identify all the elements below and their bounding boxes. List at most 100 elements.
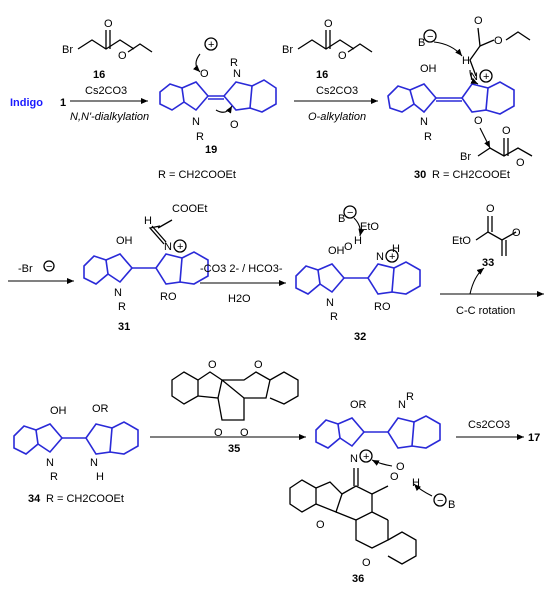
svg-text:H: H [354, 235, 362, 247]
svg-text:O: O [118, 50, 127, 62]
svg-text:R: R [330, 311, 338, 323]
arrow-release-33 [469, 267, 485, 295]
svg-text:B: B [338, 213, 345, 225]
svg-text:O: O [254, 359, 263, 371]
svg-text:R: R [406, 391, 414, 403]
svg-text:OH: OH [328, 245, 345, 257]
svg-text:−: − [427, 31, 433, 43]
compound-31-structure: OH N R N + H COOEt RO [83, 203, 209, 313]
compound-32-label: 32 [354, 331, 366, 343]
svg-text:+: + [208, 39, 214, 51]
svg-text:O: O [486, 203, 495, 215]
svg-text:R: R [50, 471, 58, 483]
compound-34-label: 34 [28, 493, 41, 505]
svg-text:O: O [494, 35, 503, 47]
svg-text:O: O [396, 461, 405, 473]
reagent-16-label-mid: 16 [316, 69, 328, 81]
svg-text:+: + [389, 251, 395, 263]
svg-text:Br: Br [460, 151, 471, 163]
compound-30-structure: OH N R N + O O O H − B Br O O [387, 15, 533, 169]
svg-text:B: B [448, 499, 455, 511]
svg-text:O: O [474, 115, 483, 127]
svg-text:+: + [363, 451, 369, 463]
compound-33-label: 33 [482, 257, 494, 269]
svg-text:N: N [114, 287, 122, 299]
svg-text:N: N [420, 116, 428, 128]
svg-text:O: O [240, 427, 249, 439]
indigo-label: Indigo [10, 97, 43, 109]
cooet-31: COOEt [172, 203, 207, 215]
compound-32-structure: OH N R N + RO EtO O H H − B [295, 205, 421, 323]
svg-text:O: O [208, 359, 217, 371]
svg-text:O: O [512, 227, 521, 239]
step2-reagent: Cs2CO3 [316, 85, 358, 97]
step6-reagent: Cs2CO3 [468, 419, 510, 431]
svg-text:N: N [233, 68, 241, 80]
compound-35-label: 35 [228, 443, 240, 455]
svg-text:H: H [412, 477, 420, 489]
svg-text:+: + [483, 71, 489, 83]
svg-text:O: O [104, 18, 113, 30]
svg-text:O: O [390, 471, 399, 483]
svg-text:R: R [424, 131, 432, 143]
or-34: OR [92, 403, 109, 415]
step1-reagent: Cs2CO3 [85, 85, 127, 97]
svg-text:O: O [344, 241, 353, 253]
svg-text:OH: OH [50, 405, 67, 417]
svg-text:O: O [474, 15, 483, 27]
compound-30-label: 30 [414, 169, 426, 181]
svg-text:+: + [177, 241, 183, 253]
compound-19-structure: O O N R N R + [159, 37, 277, 143]
svg-text:OH: OH [420, 63, 437, 75]
step3-solvent: H2O [228, 293, 251, 305]
svg-text:N: N [350, 453, 358, 465]
svg-text:O: O [230, 119, 239, 131]
svg-text:−: − [46, 261, 52, 273]
svg-text:N: N [192, 116, 200, 128]
compound-19-label: 19 [205, 144, 217, 156]
ro-31: RO [160, 291, 177, 303]
step3-reagent: -CO3 2- / HCO3- [200, 263, 283, 275]
svg-text:O: O [338, 50, 347, 62]
svg-text:H: H [462, 55, 470, 67]
ro-32: RO [374, 301, 391, 313]
svg-text:O: O [316, 519, 325, 531]
step2-condition: O-alkylation [308, 111, 366, 123]
svg-text:−: − [437, 495, 443, 507]
svg-text:N: N [398, 399, 406, 411]
r-definition-30: R = CH2COOEt [432, 169, 510, 181]
svg-text:Br: Br [62, 44, 73, 56]
bromoacetate-reagent-mid: Br O O [282, 18, 373, 62]
svg-text:N: N [376, 251, 384, 263]
svg-text:H: H [392, 243, 400, 255]
svg-text:N: N [164, 241, 172, 253]
eto-33: EtO [452, 235, 471, 247]
svg-text:O: O [200, 68, 209, 80]
svg-text:N: N [326, 297, 334, 309]
step4-condition: C-C rotation [456, 305, 515, 317]
svg-text:O: O [502, 125, 511, 137]
svg-text:O: O [214, 427, 223, 439]
eto-32: EtO [360, 221, 379, 233]
svg-text:N: N [470, 71, 478, 83]
compound-34-structure: OH N R OR N H [13, 403, 139, 483]
svg-text:O: O [324, 18, 333, 30]
r-definition-34: R = CH2COOEt [46, 493, 124, 505]
compound-36-label: 36 [352, 573, 364, 585]
compound-36-structure: OR N R N + O H − B O O O [289, 391, 455, 569]
svg-text:OH: OH [116, 235, 133, 247]
indigo-number: 1 [60, 97, 66, 109]
svg-text:H: H [144, 215, 152, 227]
svg-text:R: R [118, 301, 126, 313]
svg-text:B: B [418, 37, 425, 49]
compound-33-structure: EtO O O [452, 203, 521, 256]
svg-text:N: N [90, 457, 98, 469]
compound-35-structure: O O O O [171, 359, 299, 439]
svg-text:R: R [230, 57, 238, 69]
r-definition-19: R = CH2COOEt [158, 169, 236, 181]
svg-text:Br: Br [282, 44, 293, 56]
reagent-16-label-left: 16 [93, 69, 105, 81]
or-36: OR [350, 399, 367, 411]
svg-text:−: − [347, 207, 353, 219]
